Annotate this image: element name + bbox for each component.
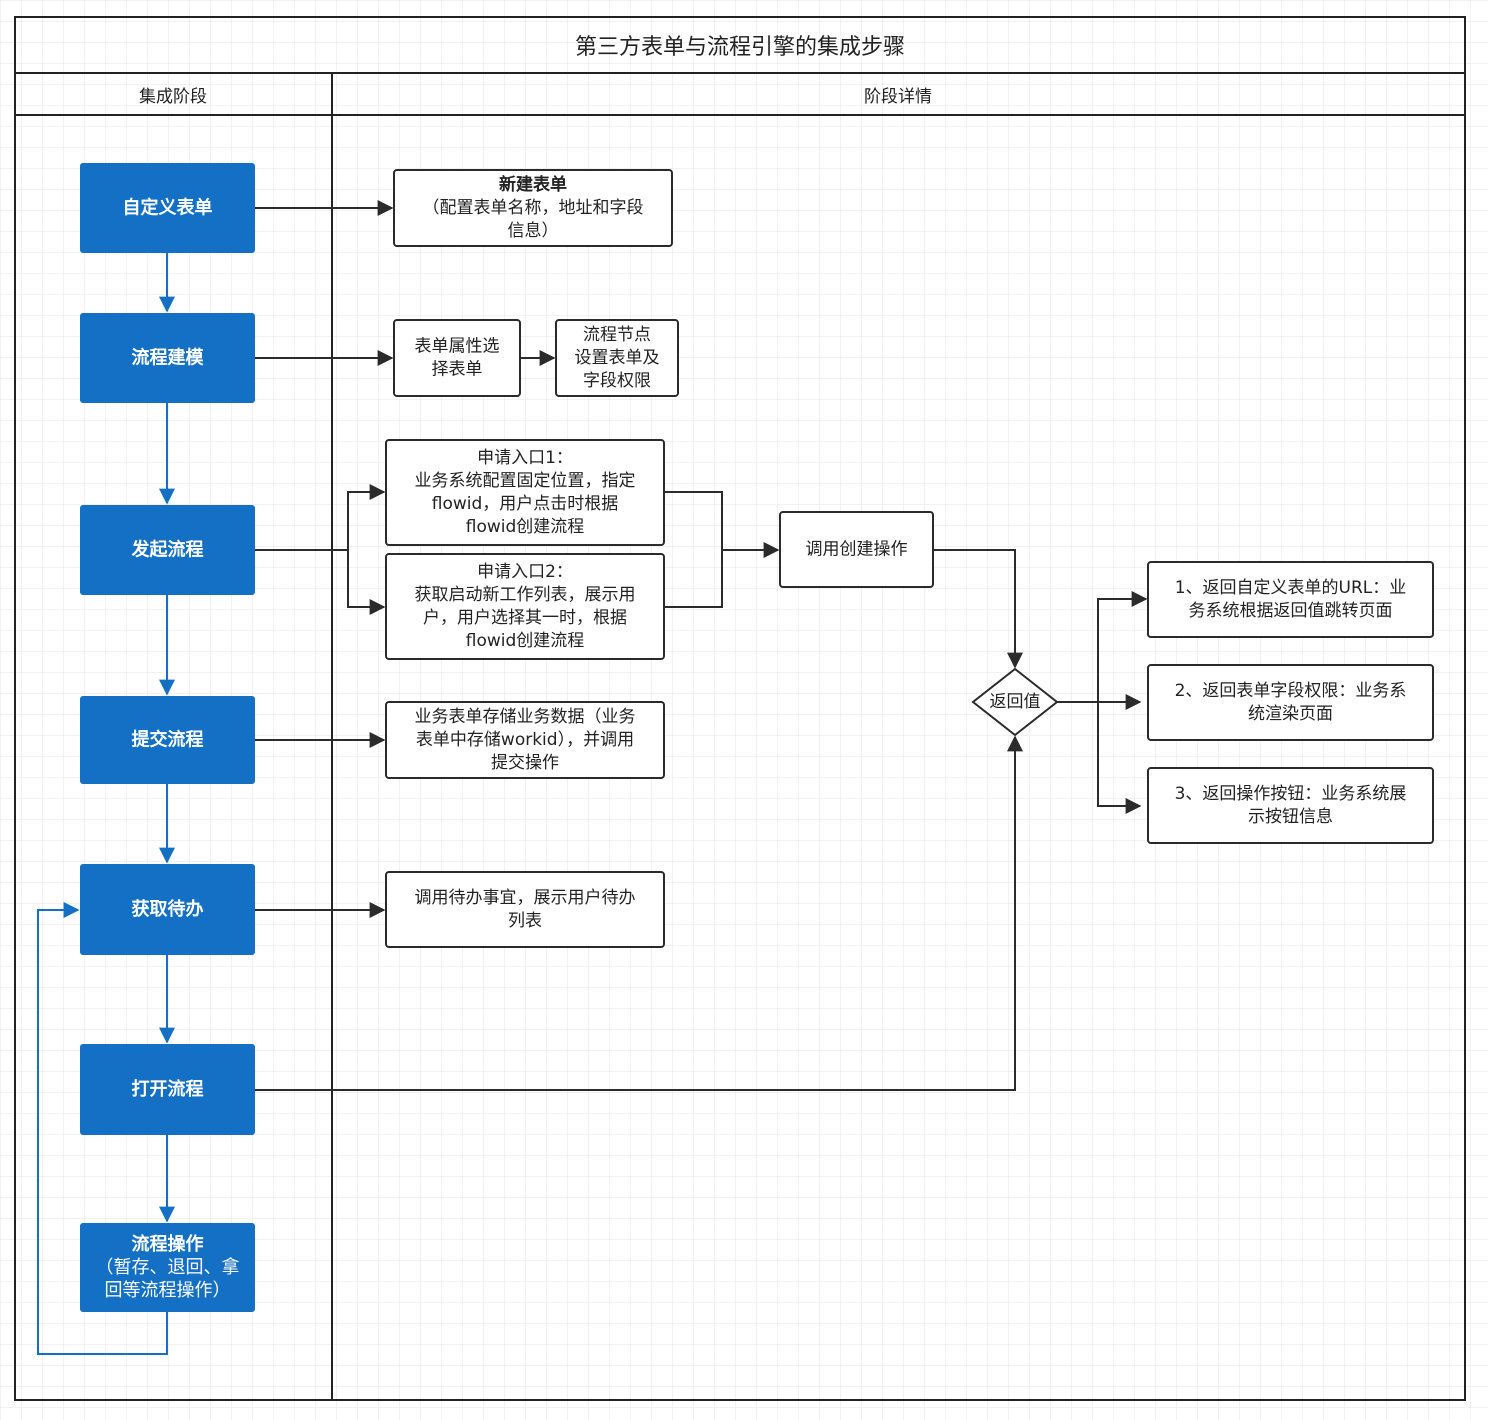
lane-header-stages: 集成阶段	[139, 87, 207, 107]
return-return-url[interactable]	[1147, 561, 1434, 638]
detail-call-todo-line-2: 列表	[508, 911, 542, 931]
return-return-perm-line-2: 统渲染页面	[1248, 704, 1333, 724]
stage-open-process-line-1: 打开流程	[132, 1078, 204, 1100]
detail-form-attr-select[interactable]	[393, 319, 521, 397]
stage-process-operation-line-2: （暂存、退回、拿	[96, 1256, 240, 1278]
stage-start-process[interactable]	[80, 505, 255, 595]
stage-custom-form[interactable]	[80, 163, 255, 253]
detail-entry-2[interactable]	[385, 553, 665, 660]
arrow-create-to-decision	[933, 549, 1023, 669]
detail-entry-1-line-2: 业务系统配置固定位置，指定	[415, 471, 636, 491]
return-return-buttons[interactable]	[1147, 767, 1434, 844]
detail-entry-1-line-1: 申请入口1：	[477, 448, 573, 468]
return-return-url-line-2: 务系统根据返回值跳转页面	[1189, 601, 1393, 621]
detail-new-form-line-1: 新建表单	[499, 174, 567, 195]
detail-call-todo-line-1: 调用待办事宜，展示用户待办	[415, 888, 636, 908]
stage-process-operation-line-3: 回等流程操作）	[105, 1280, 231, 1301]
outer-border	[14, 16, 1466, 1401]
connectors	[37, 200, 1148, 1355]
decision-return-value[interactable]	[971, 667, 1059, 737]
detail-call-create-line-1: 调用创建操作	[806, 540, 908, 560]
stage-open-process[interactable]	[80, 1044, 255, 1135]
return-return-perm[interactable]	[1147, 664, 1434, 741]
detail-form-attr-select-line-1: 表单属性选	[415, 337, 500, 357]
arrow-open-to-decision	[255, 735, 1023, 1091]
stage-process-operation[interactable]	[80, 1223, 255, 1312]
stage-process-modeling-line-1: 流程建模	[132, 347, 205, 369]
stage-get-todo[interactable]	[80, 864, 255, 955]
swimlane-frame	[14, 16, 1466, 1401]
arrow-start-to-entry2	[255, 549, 386, 615]
decision-label: 返回值	[990, 692, 1041, 712]
detail-node-form-perm-line-3: 字段权限	[583, 371, 651, 391]
arrow-operation-loop-to-todo	[37, 902, 168, 1355]
detail-form-attr-select-line-2: 择表单	[432, 360, 483, 380]
detail-store-data-line-1: 业务表单存储业务数据（业务	[415, 707, 636, 727]
detail-node-form-perm[interactable]	[555, 319, 679, 397]
lane-header-details: 阶段详情	[864, 87, 932, 107]
stage-submit-process[interactable]	[80, 696, 255, 784]
detail-new-form[interactable]	[393, 169, 673, 247]
stage-process-modeling[interactable]	[80, 313, 255, 403]
return-return-buttons-line-1: 3、返回操作按钮：业务系统展	[1175, 784, 1407, 804]
stage-submit-process-line-1: 提交流程	[132, 729, 204, 751]
stage-get-todo-line-1: 获取待办	[132, 898, 204, 920]
stage-custom-form-line-1: 自定义表单	[123, 197, 213, 219]
detail-call-create[interactable]	[779, 511, 934, 588]
arrow-decision-to-buttons	[1097, 702, 1142, 814]
detail-node-form-perm-line-2: 设置表单及	[575, 348, 660, 368]
detail-entry-1-line-4: flowid创建流程	[466, 517, 585, 537]
return-return-perm-line-1: 2、返回表单字段权限：业务系	[1175, 681, 1407, 701]
detail-entry-1[interactable]	[385, 439, 665, 546]
detail-call-todo[interactable]	[385, 871, 665, 948]
detail-entry-2-line-1: 申请入口2：	[477, 562, 573, 582]
detail-store-data-line-2: 表单中存储workid），并调用	[416, 730, 634, 750]
diagram-title: 第三方表单与流程引擎的集成步骤	[575, 35, 905, 60]
detail-entry-2-line-4: flowid创建流程	[466, 631, 585, 651]
nodes: 自定义表单流程建模发起流程提交流程获取待办打开流程流程操作（暂存、退回、拿回等流…	[80, 163, 1434, 1312]
detail-node-form-perm-line-1: 流程节点	[583, 325, 651, 345]
stage-process-operation-line-1: 流程操作	[132, 1233, 204, 1255]
stage-start-process-line-1: 发起流程	[131, 539, 204, 561]
detail-entry-2-line-2: 获取启动新工作列表，展示用	[415, 585, 636, 605]
detail-new-form-line-3: 信息）	[508, 221, 559, 241]
detail-entry-2-line-3: 户，用户选择其一时，根据	[423, 608, 627, 628]
return-return-buttons-line-2: 示按钮信息	[1248, 807, 1333, 827]
detail-store-data[interactable]	[385, 701, 665, 779]
detail-new-form-line-2: （配置表单名称，地址和字段	[423, 198, 644, 218]
detail-entry-1-line-3: flowid，用户点击时根据	[432, 494, 619, 514]
detail-store-data-line-3: 提交操作	[491, 753, 559, 773]
return-return-url-line-1: 1、返回自定义表单的URL：业	[1175, 578, 1407, 598]
